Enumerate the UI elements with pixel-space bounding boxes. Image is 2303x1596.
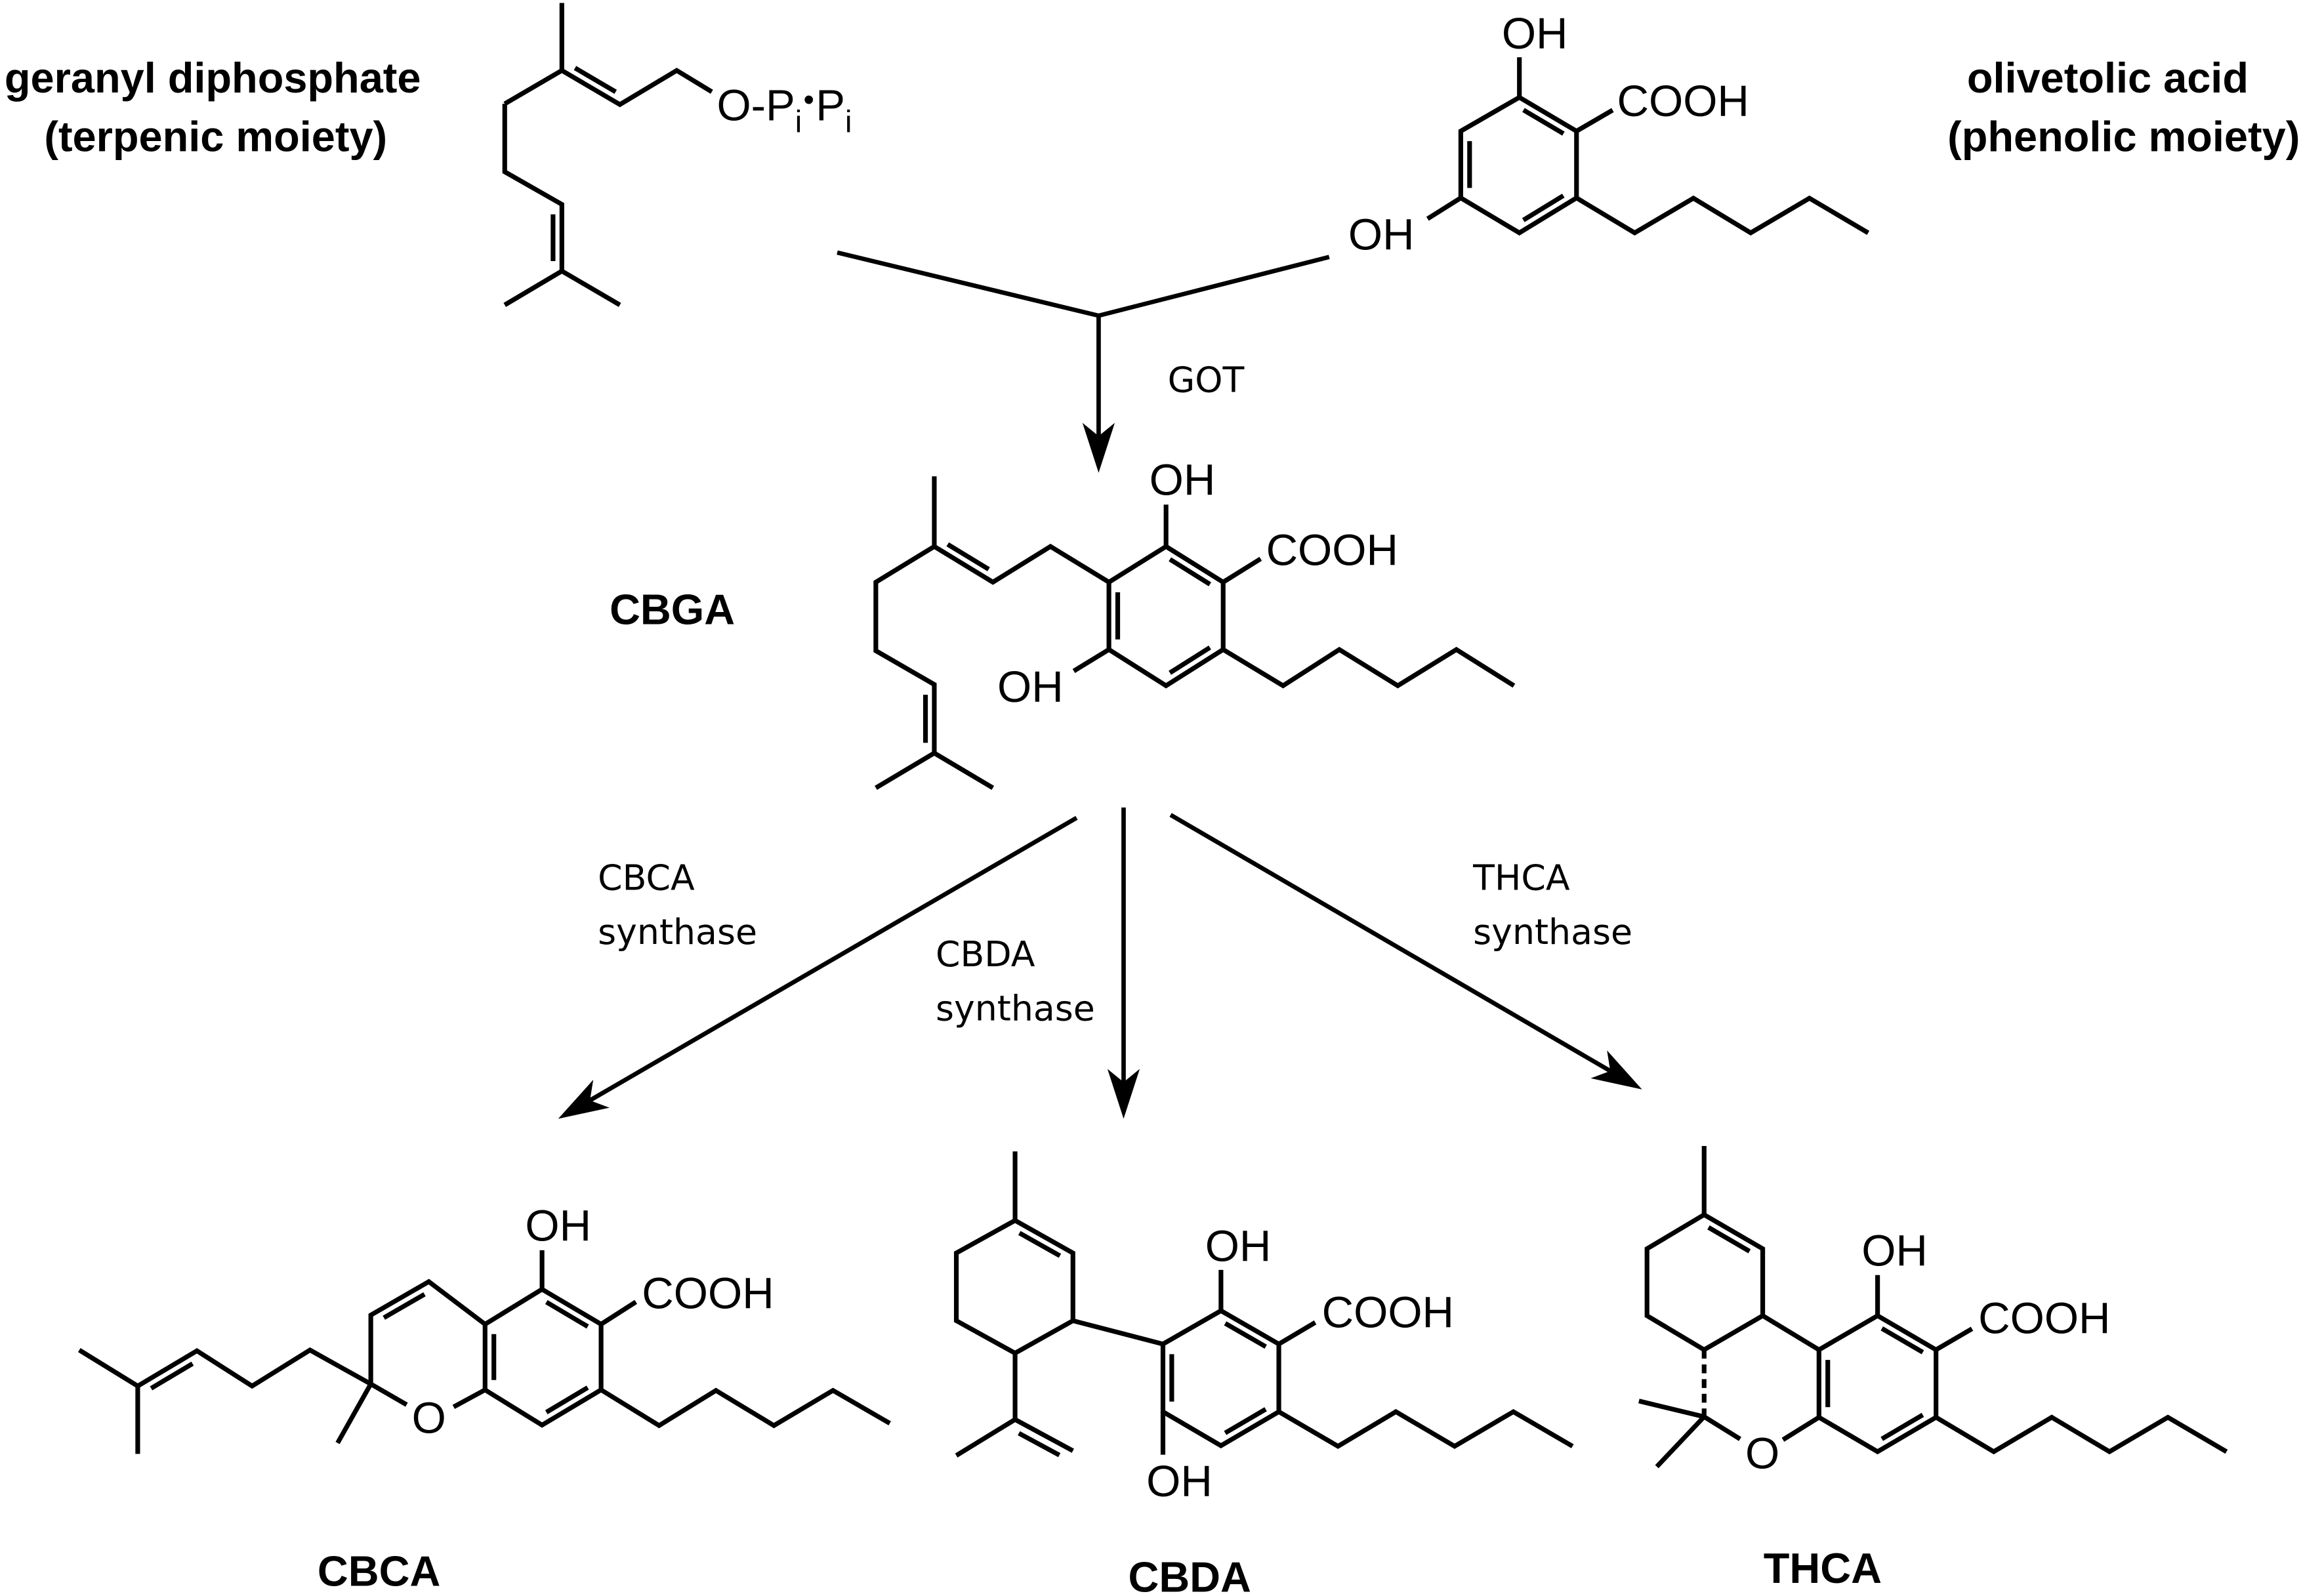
bond [1934, 1414, 2228, 1455]
bond [1277, 1320, 1317, 1346]
bond [502, 104, 564, 307]
dot-separator: • [804, 82, 814, 117]
bond [1072, 647, 1110, 673]
thca-synthase-label-line1: THCA [1472, 857, 1570, 898]
double-bond-line [1169, 645, 1211, 675]
ring [1160, 1307, 1281, 1448]
cbca-synthase-arrow-head [558, 1080, 610, 1119]
cbca-cooh: COOH [642, 1269, 774, 1318]
cbda-synthase-arrow-head [1107, 1069, 1140, 1119]
bond [1072, 1318, 1164, 1347]
bond [1934, 1326, 1974, 1352]
geranyl-diphosphate-title: geranyl diphosphate [5, 54, 421, 102]
cbga-title: CBGA [610, 585, 735, 633]
double-bond-line [150, 1361, 194, 1391]
double-bond-line [1880, 1326, 1924, 1355]
cbda-synthase-label-line2: synthase [936, 988, 1095, 1029]
cbga-oh-left: OH [997, 663, 1064, 712]
cbda-cooh: COOH [1322, 1288, 1454, 1337]
ring [1458, 94, 1579, 236]
thca-ring-oxygen: O [1745, 1429, 1779, 1478]
bond [77, 1347, 372, 1389]
thca-cooh: COOH [1978, 1294, 2110, 1343]
cbca-title: CBCA [318, 1547, 440, 1595]
bond [1781, 1415, 1821, 1442]
reaction-arrows [558, 250, 1642, 1119]
ring [482, 1286, 604, 1428]
bond [503, 68, 713, 108]
double-bond-line [1880, 1412, 1924, 1441]
cbda-synthase-label-line1: CBDA [936, 933, 1035, 975]
cbga-cooh: COOH [1266, 526, 1398, 575]
thca-synthase-label-line2: synthase [1473, 911, 1632, 952]
bond [1655, 1415, 1706, 1469]
double-bond-line [1224, 1407, 1267, 1435]
got-enzyme-label: GOT [1168, 359, 1245, 401]
thca-oh: OH [1861, 1226, 1928, 1275]
double-bond-line [545, 1385, 589, 1414]
cyclohexene-ring [1644, 1212, 1766, 1353]
cbda-oh-top: OH [1205, 1222, 1272, 1271]
subscript-i: i [795, 104, 802, 138]
cbda-oh-bottom: OH [1146, 1457, 1213, 1506]
double-bond-line [1018, 1431, 1061, 1458]
cbda-title: CBDA [1128, 1553, 1251, 1596]
double-bond-line [1522, 108, 1565, 136]
ring [1106, 543, 1226, 689]
bond [600, 1299, 638, 1326]
double-bond-line [545, 1299, 589, 1329]
bond [335, 1383, 373, 1444]
ring [1816, 1313, 1939, 1455]
double-bond-line [946, 542, 990, 571]
got-arrow-head [1082, 422, 1115, 473]
thca-synthase-arrow-shaft [1169, 813, 1611, 1073]
phenolic-moiety-subtitle: (phenolic moiety) [1947, 113, 2300, 161]
cbca-synthase-label-line2: synthase [598, 911, 757, 952]
p-label: P [816, 81, 845, 131]
bond [1761, 1313, 1821, 1352]
cbca-ring-oxygen: O [412, 1394, 446, 1443]
merge-lines [837, 250, 1330, 318]
double-bond-line [1522, 194, 1565, 222]
bond [1575, 108, 1614, 133]
double-bond-line [1707, 1225, 1751, 1254]
bond [1575, 195, 1870, 236]
olivetolic-cooh: COOH [1617, 77, 1749, 126]
subscript-i: i [845, 104, 852, 138]
bond [1014, 1417, 1074, 1453]
bond [1426, 195, 1463, 221]
bond [1222, 646, 1516, 689]
thca-synthase-arrow-head [1590, 1050, 1642, 1090]
bond [1222, 556, 1262, 584]
thca-title: THCA [1764, 1544, 1882, 1592]
o-p-label: O-P [716, 81, 795, 131]
double-bond-line [1018, 1231, 1062, 1258]
double-bond-line [1169, 557, 1211, 586]
olivetolic-acid-title: olivetolic acid [1967, 54, 2249, 102]
terpenic-moiety-subtitle: (terpenic moiety) [44, 113, 387, 161]
double-bond-line [1224, 1321, 1267, 1349]
bond [368, 1279, 487, 1407]
double-bond-line [573, 66, 617, 94]
bond [873, 543, 1110, 790]
olivetolic-oh-top: OH [1502, 9, 1568, 58]
bond [933, 750, 995, 790]
bond [452, 1387, 486, 1409]
olivetolic-oh-left: OH [1348, 211, 1415, 260]
bond [560, 269, 621, 307]
cbca-oh: OH [525, 1201, 591, 1250]
cbca-synthase-arrow-shaft [589, 815, 1078, 1103]
cbca-synthase-label-line1: CBCA [598, 857, 695, 898]
diphosphate-group-label: O-Pi•Pi [716, 81, 852, 139]
cbga-oh-top: OH [1150, 455, 1216, 504]
double-bond-line [383, 1292, 426, 1320]
bond [600, 1387, 891, 1429]
cyclohexene-ring [953, 1217, 1075, 1356]
bond [955, 1353, 1018, 1458]
bond [1277, 1408, 1574, 1449]
bond-lines [77, 3, 2228, 1469]
